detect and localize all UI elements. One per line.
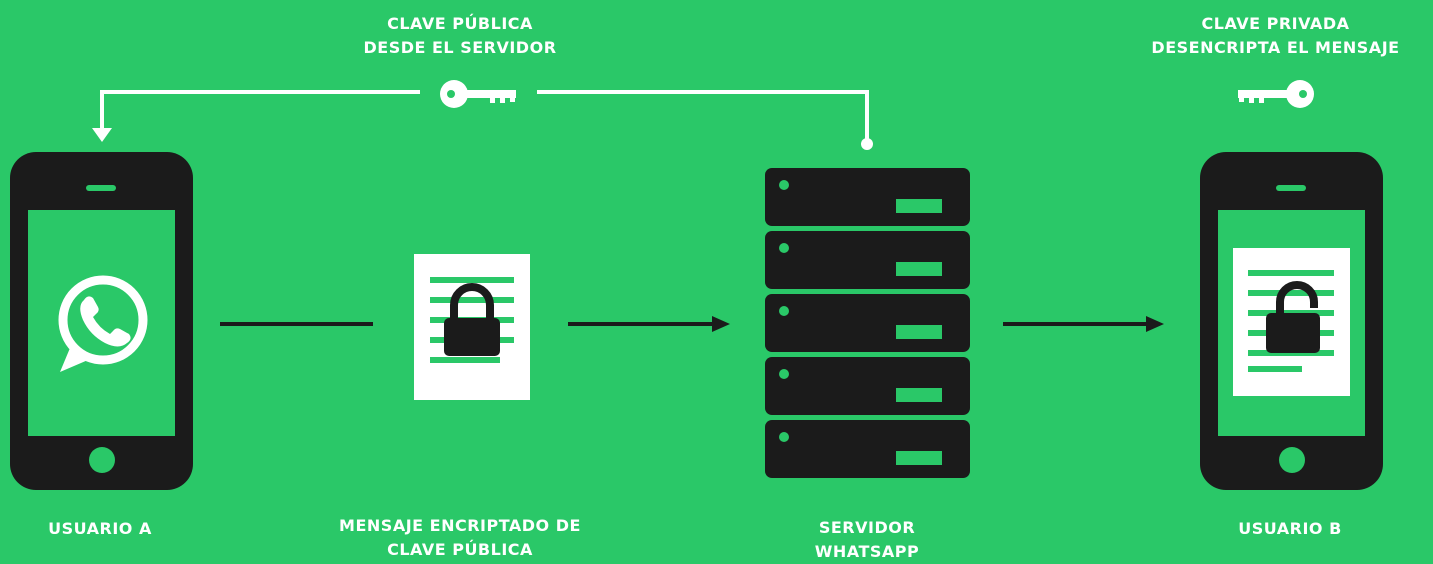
- public-key-label-line1: CLAVE PÚBLICA: [387, 14, 533, 33]
- encrypted-message-label: MENSAJE ENCRIPTADO DE CLAVE PÚBLICA: [300, 514, 620, 562]
- user-a-label-text: USUARIO A: [48, 519, 152, 538]
- whatsapp-logo-icon: [58, 275, 148, 372]
- user-a-label: USUARIO A: [10, 517, 190, 541]
- server-label-line1: SERVIDOR: [818, 518, 916, 537]
- public-key-path: [92, 90, 873, 150]
- server-icon: [765, 168, 970, 478]
- public-key-label: CLAVE PÚBLICA DESDE EL SERVIDOR: [300, 12, 620, 60]
- public-key-label-line2: DESDE EL SERVIDOR: [363, 38, 557, 57]
- encrypted-message-label-line2: CLAVE PÚBLICA: [387, 540, 533, 559]
- arrowhead: [712, 316, 730, 332]
- lock-closed-icon: [444, 283, 500, 356]
- key-icon: [440, 80, 516, 108]
- connector-dot: [861, 138, 873, 150]
- server-label-line2: WHATSAPP: [814, 542, 920, 561]
- user-b-label: USUARIO B: [1200, 517, 1380, 541]
- server-label: SERVIDOR WHATSAPP: [767, 516, 967, 564]
- private-key-label-line2: DESENCRIPTA EL MENSAJE: [1151, 38, 1400, 57]
- arrowhead: [1146, 316, 1164, 332]
- user-b-label-text: USUARIO B: [1238, 519, 1342, 538]
- phone-icon: [10, 152, 193, 490]
- down-arrowhead: [92, 128, 112, 142]
- private-key-label-line1: CLAVE PRIVADA: [1201, 14, 1350, 33]
- encrypted-message-label-line1: MENSAJE ENCRIPTADO DE: [339, 516, 581, 535]
- private-key-label: CLAVE PRIVADA DESENCRIPTA EL MENSAJE: [1118, 12, 1433, 60]
- lock-open-icon: [1266, 281, 1320, 353]
- key-icon: [1238, 80, 1314, 108]
